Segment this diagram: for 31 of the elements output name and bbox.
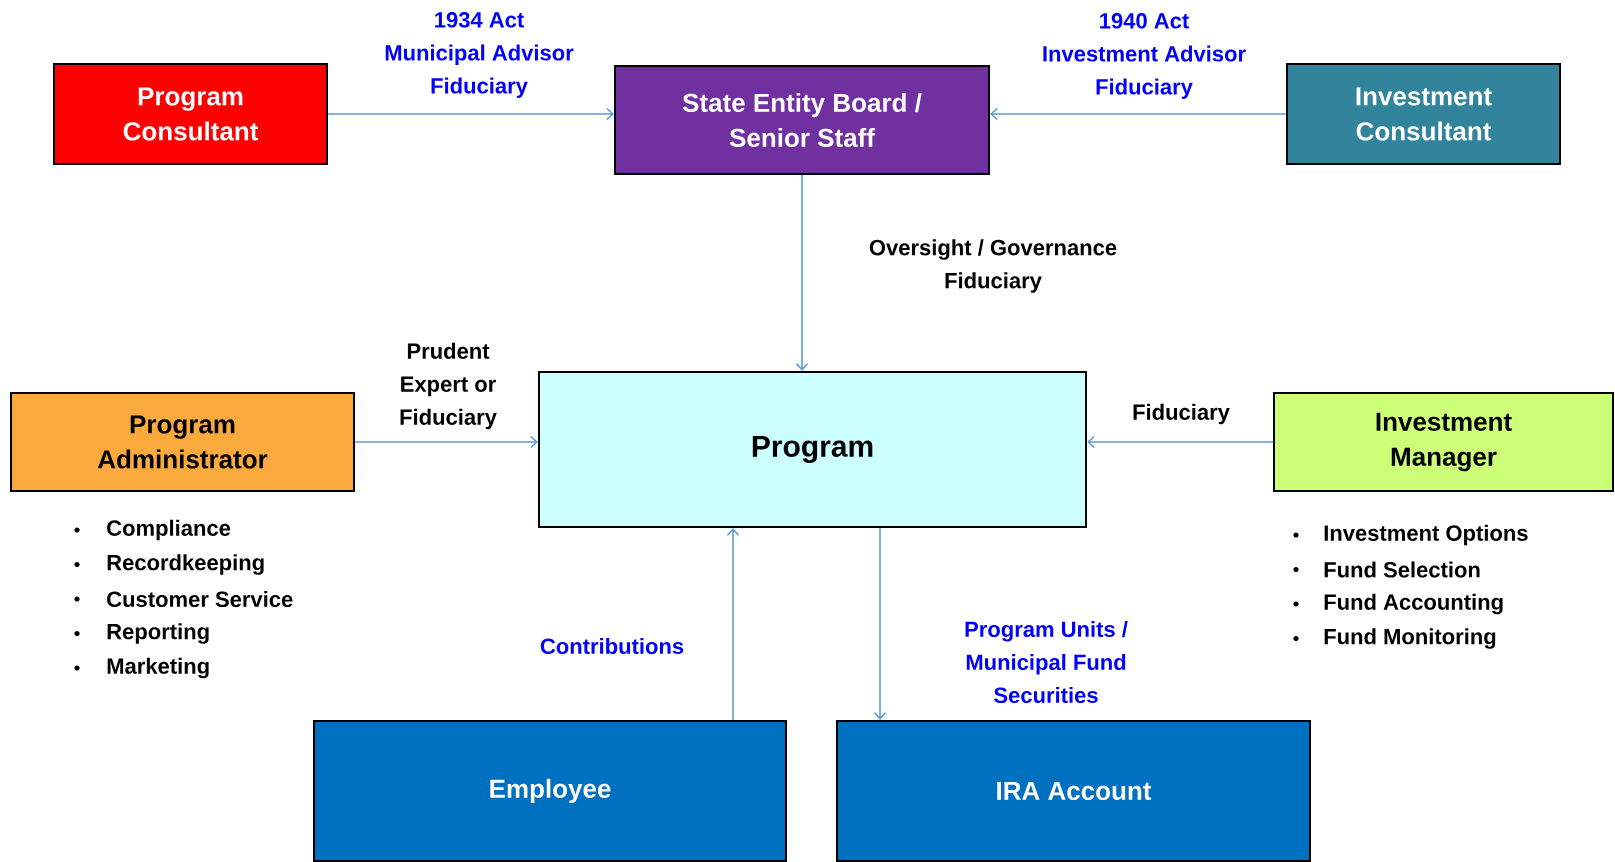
edge-label: Oversight / Governance Fiduciary bbox=[869, 239, 1117, 293]
process-box: IRA Account bbox=[836, 720, 1311, 862]
process-box: Program Administrator bbox=[10, 392, 355, 492]
arrow bbox=[1087, 435, 1274, 449]
edge-label: Fiduciary bbox=[1133, 403, 1230, 425]
arrow bbox=[990, 107, 1287, 121]
arrow bbox=[873, 527, 887, 720]
bullet-item: Fund Selection bbox=[1293, 561, 1480, 578]
bullet-item: Recordkeeping bbox=[74, 554, 264, 575]
bullet-item: Reporting bbox=[74, 623, 209, 644]
bullet-item: Fund Accounting bbox=[1293, 593, 1503, 615]
edge-label: Contributions bbox=[540, 637, 684, 655]
process-box: Employee bbox=[313, 720, 787, 862]
arrow bbox=[795, 174, 809, 371]
edge-label: 1934 Act Municipal Advisor Fiduciary bbox=[385, 12, 574, 98]
edge-label: Program Units / Municipal Fund Securities bbox=[965, 620, 1128, 704]
process-box: State Entity Board / Senior Staff bbox=[614, 65, 990, 175]
arrow bbox=[354, 435, 538, 449]
process-box: Program bbox=[538, 371, 1087, 528]
edge-label: Prudent Expert or Fiduciary bbox=[400, 342, 497, 430]
edge-label: 1940 Act Investment Advisor Fiduciary bbox=[1043, 13, 1246, 99]
arrow bbox=[726, 528, 740, 721]
bullet-item: Marketing bbox=[74, 657, 209, 679]
bullet-item: Customer Service bbox=[74, 590, 293, 608]
bullet-item: Compliance bbox=[74, 519, 231, 541]
process-box: Program Consultant bbox=[53, 63, 328, 165]
process-box: Investment Manager bbox=[1273, 392, 1614, 492]
bullet-item: Fund Monitoring bbox=[1293, 628, 1496, 649]
process-box: Investment Consultant bbox=[1286, 63, 1561, 165]
arrow bbox=[327, 107, 614, 121]
bullet-item: Investment Options bbox=[1293, 524, 1528, 546]
